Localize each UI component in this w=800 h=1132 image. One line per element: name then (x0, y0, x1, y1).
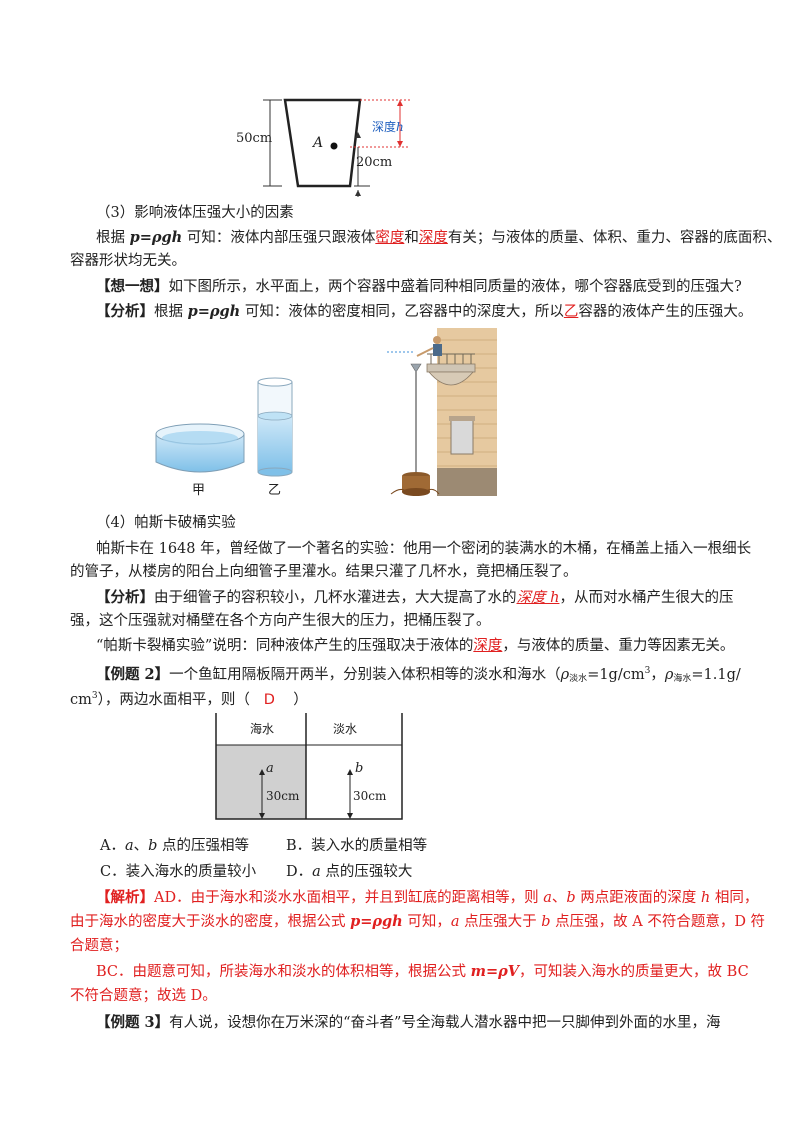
option-b: B．装入水的质量相等 (286, 838, 428, 854)
label-container-yi: 乙 (268, 483, 282, 498)
figure-container-depth (263, 98, 410, 197)
tank-depth-b: 30cm (353, 789, 387, 803)
section-3-line-1: 根据 p=ρgh 可知：液体内部压强只跟液体密度和深度有关；与液体的质量、体积、… (96, 229, 782, 246)
tank-point-a: a (266, 761, 274, 776)
section-4-conclusion: “帕斯卡裂桶实验”说明：同种液体产生的压强取决于液体的深度，与液体的质量、重力等… (96, 638, 735, 654)
tank-depth-a: 30cm (266, 789, 300, 803)
fig1-label-50cm: 50cm (236, 131, 273, 146)
example-2-line-1: 【例题 2】一个鱼缸用隔板隔开两半，分别装入体积相等的淡水和海水（ρ淡水=1g/… (96, 666, 741, 684)
section-4-paragraph-1-line-1: 帕斯卡在 1648 年，曾经做了一个著名的实验：他用一个密闭的装满水的木桶，在桶… (96, 541, 752, 557)
section-4-paragraph-1-line-2: 的管子，从楼房的阳台上向细管子里灌水。结果只灌了几杯水，竟把桶压裂了。 (70, 564, 578, 580)
section-3-line-2: 容器形状均无关。 (70, 253, 186, 269)
fig1-label-20cm: 20cm (356, 155, 393, 170)
think-paragraph: 【想一想】如下图所示，水平面上，两个容器中盛着同种相同质量的液体，哪个容器底受到… (96, 278, 742, 295)
solution-line-4: BC．由题意可知，所装海水和淡水的体积相等，根据公式 m=ρV，可知装入海水的质… (96, 963, 749, 980)
section-4-analysis-line-1: 【分析】由于细管子的容积较小，几杯水灌进去，大大提高了水的深度 h，从而对水桶产… (96, 589, 734, 606)
fig1-label-point-a: A (313, 135, 324, 151)
example-3-line-1: 【例题 3】有人说，设想你在万米深的“奋斗者”号全海载人潜水器中把一只脚伸到外面… (96, 1014, 721, 1031)
figure-pascal-barrel (387, 328, 497, 496)
section-3-heading: （3）影响液体压强大小的因素 (96, 205, 294, 221)
option-d: D．a 点的压强较大 (286, 864, 413, 880)
label-container-jia: 甲 (192, 483, 206, 498)
section-4-analysis-line-2: 强，这个压强就对桶壁在各个方向产生很大的压力，把桶压裂了。 (70, 613, 491, 629)
figure-two-containers (155, 377, 293, 477)
solution-line-1: 【解析】AD．由于海水和淡水水面相平，并且到缸底的距离相等，则 a、b 两点距液… (96, 889, 759, 906)
solution-line-3: 合题意； (70, 938, 128, 954)
analysis-paragraph: 【分析】根据 p=ρgh 可知：液体的密度相同，乙容器中的深度大，所以乙容器的液… (96, 303, 753, 320)
solution-line-5: 不符合题意；故选 D。 (70, 988, 217, 1004)
section-4-heading: （4）帕斯卡破桶实验 (96, 515, 236, 531)
solution-line-2: 由于海水的密度大于淡水的密度，根据公式 p=ρgh 可知，a 点压强大于 b 点… (70, 913, 766, 930)
figure-fish-tank (215, 713, 403, 820)
example-2-answer: D (263, 692, 275, 708)
fig1-label-depth: 深度h (372, 120, 404, 134)
tank-label-fresh-water: 淡水 (333, 722, 358, 736)
option-a: A．a、b 点的压强相等 (100, 838, 250, 854)
tank-point-b: b (355, 761, 364, 776)
option-c: C．装入海水的质量较小 (100, 864, 257, 880)
tank-label-sea-water: 海水 (250, 722, 275, 736)
example-2-line-2: cm3），两边水面相平，则（ D ） (70, 691, 308, 708)
